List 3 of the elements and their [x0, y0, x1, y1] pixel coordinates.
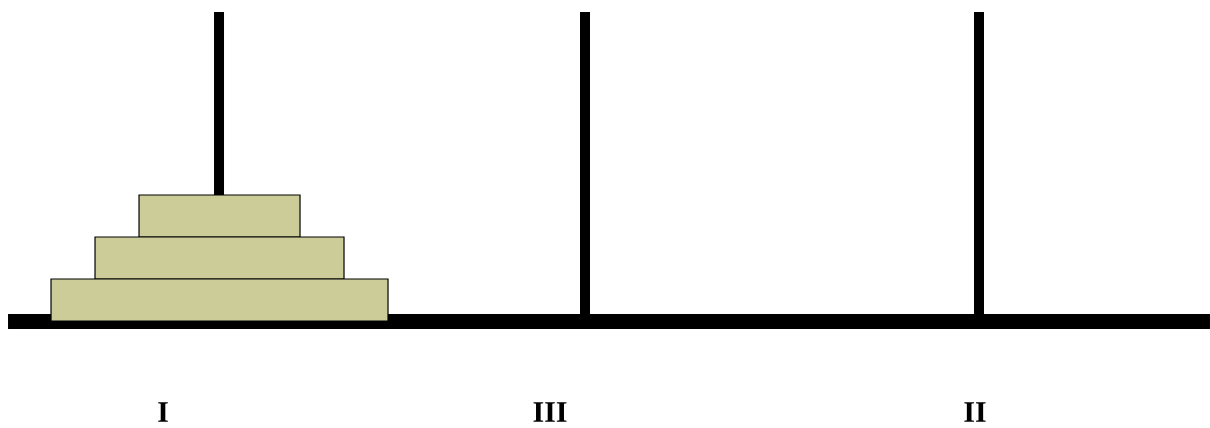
peg-label: III — [533, 402, 567, 422]
peg-label: II — [964, 402, 986, 422]
peg-label: I — [158, 402, 168, 422]
